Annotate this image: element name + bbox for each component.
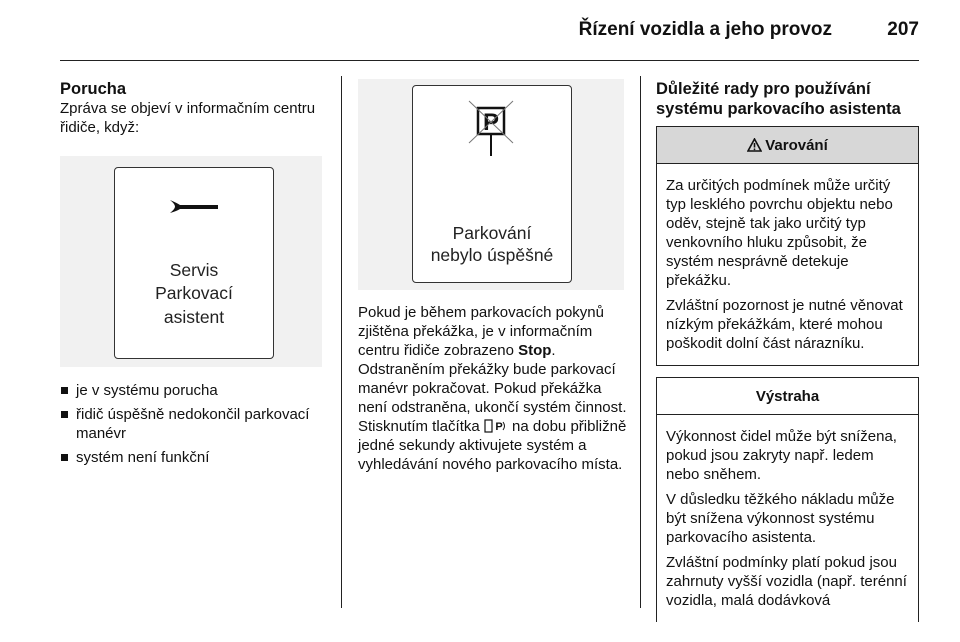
fault-conditions-list: je v systému porucha řidič úspěšně nedok…	[60, 381, 328, 467]
caution-paragraph: Zvláštní podmínky platí pokud jsou zahrn…	[666, 554, 907, 609]
list-item: je v systému porucha	[60, 381, 328, 400]
caution-body: Výkonnost čidel může být snížena, pokud …	[657, 415, 918, 622]
caution-paragraph: V důsledku těžkého nákladu může být sníž…	[666, 491, 895, 546]
warning-paragraph: Zvláštní pozornost je nutné věnovat nízk…	[666, 297, 903, 352]
column-3: Důležité rady pro používání systému park…	[656, 79, 919, 622]
driver-info-display: P Parkování nebylo úspěšné	[412, 85, 572, 283]
warning-box: Varování Za určitých podmínek může určit…	[656, 126, 919, 366]
warning-triangle-icon	[747, 138, 763, 152]
section-heading-tips: Důležité rady pro používání systému park…	[656, 80, 901, 118]
warning-title: Varování	[765, 136, 828, 154]
wrench-icon	[170, 200, 218, 213]
intro-text: Zpráva se objeví v informačním centru ři…	[60, 100, 316, 136]
caution-title: Výstraha	[755, 387, 820, 405]
list-item: řidič úspěšně nedokončil parkovací manév…	[60, 405, 328, 443]
warning-body: Za určitých podmínek může určitý typ les…	[657, 164, 918, 365]
warning-paragraph: Za určitých podmínek může určitý typ les…	[666, 177, 893, 289]
parking-crossed-icon: P	[468, 100, 514, 156]
display-line-2: Parkovací	[155, 283, 233, 303]
display-illustration-parking: P Parkování nebylo úspěšné	[358, 79, 624, 290]
caution-header: Výstraha	[657, 378, 918, 415]
page-number: 207	[887, 19, 919, 40]
display-line-2: nebylo úspěšné	[430, 245, 554, 265]
list-item: systém není funkční	[60, 448, 328, 467]
parking-assist-button-icon: P	[484, 419, 505, 433]
header-rule	[60, 60, 919, 61]
display-line-3: asistent	[163, 307, 225, 327]
caution-box: Výstraha Výkonnost čidel může být snížen…	[656, 377, 919, 622]
stop-paragraph: Pokud je během parkovacích pokynů zjiště…	[358, 304, 627, 473]
display-line-1: Servis	[169, 260, 219, 280]
display-line-1: Parkování	[452, 223, 532, 243]
svg-text:P: P	[495, 421, 502, 433]
column-divider-2	[640, 76, 641, 608]
caution-paragraph: Výkonnost čidel může být snížena, pokud …	[666, 428, 897, 483]
column-divider-1	[341, 76, 342, 608]
section-heading-porucha: Porucha	[60, 80, 127, 98]
display-illustration-servis: Servis Parkovací asistent	[60, 156, 322, 367]
driver-info-display: Servis Parkovací asistent	[114, 167, 274, 359]
page-header-title: Řízení vozidla a jeho provoz	[578, 19, 832, 40]
stop-label: Stop	[518, 342, 552, 359]
warning-header: Varování	[657, 127, 918, 164]
column-1: Porucha Zpráva se objeví v informačním c…	[60, 79, 328, 472]
column-2: P Parkování nebylo úspěšné Pokud je běhe…	[358, 79, 628, 474]
